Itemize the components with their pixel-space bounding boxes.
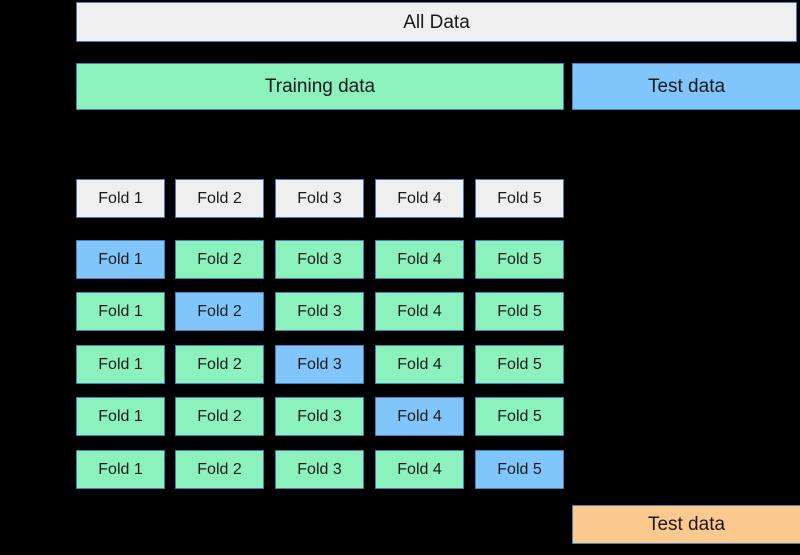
cv-split-3-fold-3-validation: Fold 3 [275, 345, 364, 384]
cv-split-4-fold-2-training: Fold 2 [175, 397, 264, 436]
cv-split-3-fold-1-training: Fold 1 [76, 345, 165, 384]
cv-split-3-fold-5-training: Fold 5 [475, 345, 564, 384]
cv-split-1-fold-2-training: Fold 2 [175, 240, 264, 279]
cv-split-1-fold-1-validation: Fold 1 [76, 240, 165, 279]
cv-split-5-fold-5-validation: Fold 5 [475, 450, 564, 489]
test-data-block: Test data [572, 63, 800, 110]
cv-split-4-fold-4-validation: Fold 4 [375, 397, 464, 436]
cv-split-2-fold-5-training: Fold 5 [475, 292, 564, 331]
cv-split-5-fold-4-training: Fold 4 [375, 450, 464, 489]
cv-split-4-fold-3-training: Fold 3 [275, 397, 364, 436]
fold-header-cell-4: Fold 4 [375, 179, 464, 218]
training-data-block: Training data [76, 63, 564, 110]
cv-split-1-fold-4-training: Fold 4 [375, 240, 464, 279]
cv-split-5-fold-1-training: Fold 1 [76, 450, 165, 489]
cv-split-2-fold-4-training: Fold 4 [375, 292, 464, 331]
cv-split-5-fold-2-training: Fold 2 [175, 450, 264, 489]
cv-split-2-fold-1-training: Fold 1 [76, 292, 165, 331]
fold-header-cell-5: Fold 5 [475, 179, 564, 218]
cv-split-3-fold-4-training: Fold 4 [375, 345, 464, 384]
cv-split-1-fold-5-training: Fold 5 [475, 240, 564, 279]
fold-header-cell-1: Fold 1 [76, 179, 165, 218]
cv-split-4-fold-5-training: Fold 5 [475, 397, 564, 436]
cv-split-3-fold-2-training: Fold 2 [175, 345, 264, 384]
fold-header-cell-2: Fold 2 [175, 179, 264, 218]
all-data-block: All Data [76, 2, 797, 42]
cv-split-2-fold-3-training: Fold 3 [275, 292, 364, 331]
cv-split-1-fold-3-training: Fold 3 [275, 240, 364, 279]
cv-split-4-fold-1-training: Fold 1 [76, 397, 165, 436]
cv-split-5-fold-3-training: Fold 3 [275, 450, 364, 489]
fold-header-cell-3: Fold 3 [275, 179, 364, 218]
cv-split-2-fold-2-validation: Fold 2 [175, 292, 264, 331]
final-test-data-block: Test data [572, 505, 800, 544]
